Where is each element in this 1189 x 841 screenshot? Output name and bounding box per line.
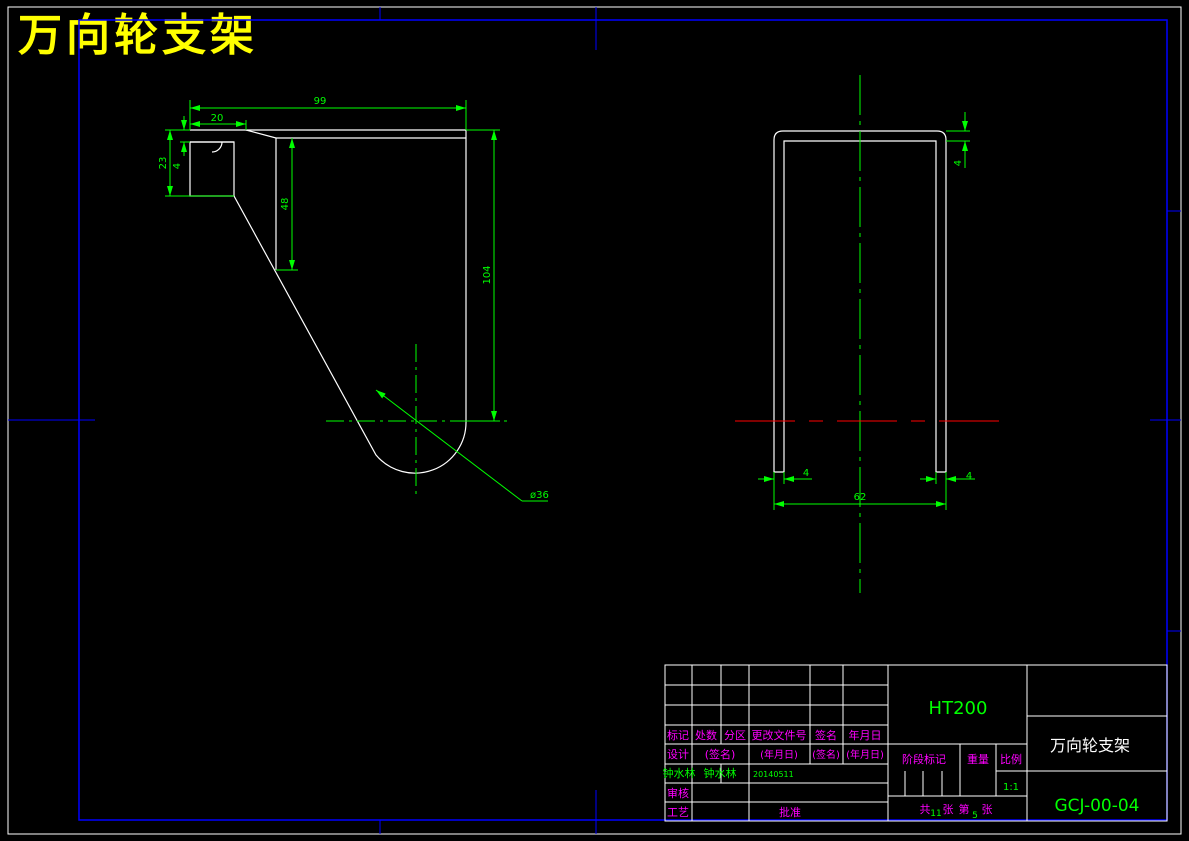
tb-part-name: 万向轮支架 — [1050, 736, 1130, 755]
tb-scale: 1:1 — [1003, 782, 1019, 793]
tb-sheet-suffix: 张 — [982, 803, 993, 816]
tb-design-date2: (年月日) — [846, 748, 884, 761]
front-view: 4 4 4 62 — [735, 75, 1005, 593]
dim-4-bottom-right: 4 — [966, 471, 972, 482]
dim-48: 48 — [280, 198, 291, 211]
side-view: 99 20 23 4 48 104 ø36 — [158, 96, 549, 502]
tb-name-date: 20140511 — [753, 770, 794, 779]
dim-4-bottom-left: 4 — [803, 468, 809, 479]
dim-62: 62 — [854, 492, 867, 503]
tb-name-1: 钟水林 — [663, 766, 696, 780]
tb-stage-mark: 阶段标记 — [902, 752, 946, 766]
tb-sheets-total: 11 — [930, 809, 941, 819]
tb-approve: 批准 — [779, 805, 801, 819]
tb-weight: 重量 — [967, 752, 989, 766]
dim-4-left: 4 — [172, 163, 183, 169]
dim-diameter-36: ø36 — [530, 490, 549, 501]
tb-sheets-suffix: 张 — [943, 803, 954, 816]
tb-material: HT200 — [929, 698, 988, 719]
tb-scale-label: 比例 — [1000, 752, 1022, 766]
dim-104: 104 — [482, 265, 493, 284]
side-view-dimensions — [165, 100, 548, 502]
tb-drawing-no: GCJ-00-04 — [1055, 796, 1140, 816]
inner-frame — [78, 19, 1168, 821]
dim-4-top-right: 4 — [953, 160, 964, 166]
tb-design-label: 设计 — [667, 748, 689, 761]
tb-header-mark: 标记 — [667, 728, 689, 742]
tb-sheets-prefix: 共 — [920, 803, 931, 816]
dim-20: 20 — [211, 113, 224, 124]
tb-process: 工艺 — [667, 806, 689, 819]
dim-99: 99 — [314, 96, 327, 107]
tb-sheet-prefix: 第 — [959, 802, 970, 816]
front-view-dimensions — [758, 112, 975, 510]
tb-design-sig: (签名) — [705, 747, 736, 761]
tb-review: 审核 — [667, 786, 689, 800]
tb-design-date: (年月日) — [760, 748, 798, 761]
tb-header-date: 年月日 — [849, 728, 882, 742]
tb-header-signature: 签名 — [815, 728, 837, 742]
drawing-title: 万向轮支架 — [18, 10, 258, 61]
tb-name-2: 钟水林 — [704, 766, 737, 780]
title-block: 标记 处数 分区 更改文件号 签名 年月日 设计 (签名) (年月日) (签名)… — [663, 664, 1168, 822]
dim-23: 23 — [158, 157, 169, 170]
side-view-outline — [189, 129, 467, 474]
tb-header-count: 处数 — [695, 729, 717, 742]
tb-header-zone: 分区 — [724, 729, 746, 742]
tb-design-sig2: (签名) — [812, 748, 840, 761]
front-view-outline — [773, 130, 947, 473]
sheet-border — [7, 6, 1182, 835]
tb-sheet-no: 5 — [972, 811, 978, 821]
tb-header-change-doc: 更改文件号 — [752, 728, 807, 742]
